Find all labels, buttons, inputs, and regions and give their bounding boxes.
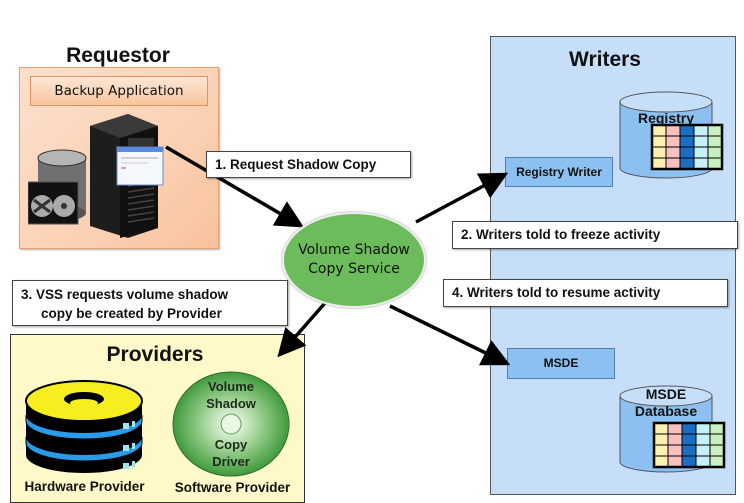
disc-label-line1: Volume <box>208 379 254 394</box>
backup-application-box: Backup Application <box>30 76 208 106</box>
arrow-vss-to-providers <box>277 301 327 358</box>
step3-label-line2: copy be created by Provider <box>41 306 222 321</box>
msde-writer-box: MSDE <box>507 348 615 379</box>
step3-label-line1: 3. VSS requests volume shadow <box>21 287 229 302</box>
msde-db-label-line2: Database <box>634 403 698 419</box>
arrow-vss-to-registry-writer <box>415 172 509 224</box>
table-border <box>650 123 724 171</box>
software-provider-disc-label: Volume Shadow Copy Driver <box>196 378 266 470</box>
registry-table-icon <box>650 123 724 171</box>
msde-db-label-line1: MSDE <box>645 386 687 402</box>
registry-db-label: Registry <box>637 110 695 126</box>
msde-database-icon <box>619 385 726 473</box>
hardware-provider-caption: Hardware Provider <box>24 479 145 494</box>
table-border <box>652 421 726 469</box>
vss-service-node: Volume Shadow Copy Service <box>282 212 426 308</box>
application-window-icon <box>116 146 164 186</box>
registry-writer-box: Registry Writer <box>505 157 613 187</box>
server-icon <box>28 114 164 238</box>
step4-label: 4. Writers told to resume activity <box>443 279 728 307</box>
tape-drive-icon <box>28 181 79 225</box>
disc-label-line2: Shadow <box>206 396 256 411</box>
vss-label-line2: Copy Service <box>308 261 400 277</box>
writers-title: Writers <box>569 48 641 71</box>
requestor-title: Requestor <box>66 44 170 67</box>
arrow-vss-to-msde-writer <box>389 304 511 366</box>
msde-db-label: MSDE Database <box>620 386 712 420</box>
disc-label-line3: Copy <box>214 437 248 452</box>
arrow-requestor-to-vss <box>165 145 305 228</box>
software-provider-caption: Software Provider <box>174 480 291 495</box>
providers-title: Providers <box>106 343 204 366</box>
disc-label-line4: Driver <box>212 454 250 469</box>
vss-label-line1: Volume Shadow <box>298 242 410 258</box>
step2-label: 2. Writers told to freeze activity <box>452 221 738 249</box>
registry-database-icon <box>619 91 724 179</box>
step3-label: 3. VSS requests volume shadow copy be cr… <box>12 280 288 326</box>
hardware-provider-disk-stack-icon <box>25 380 143 473</box>
step1-label: 1. Request Shadow Copy <box>206 151 411 178</box>
software-provider-disc-icon <box>172 371 290 477</box>
msde-table-icon <box>652 421 726 469</box>
